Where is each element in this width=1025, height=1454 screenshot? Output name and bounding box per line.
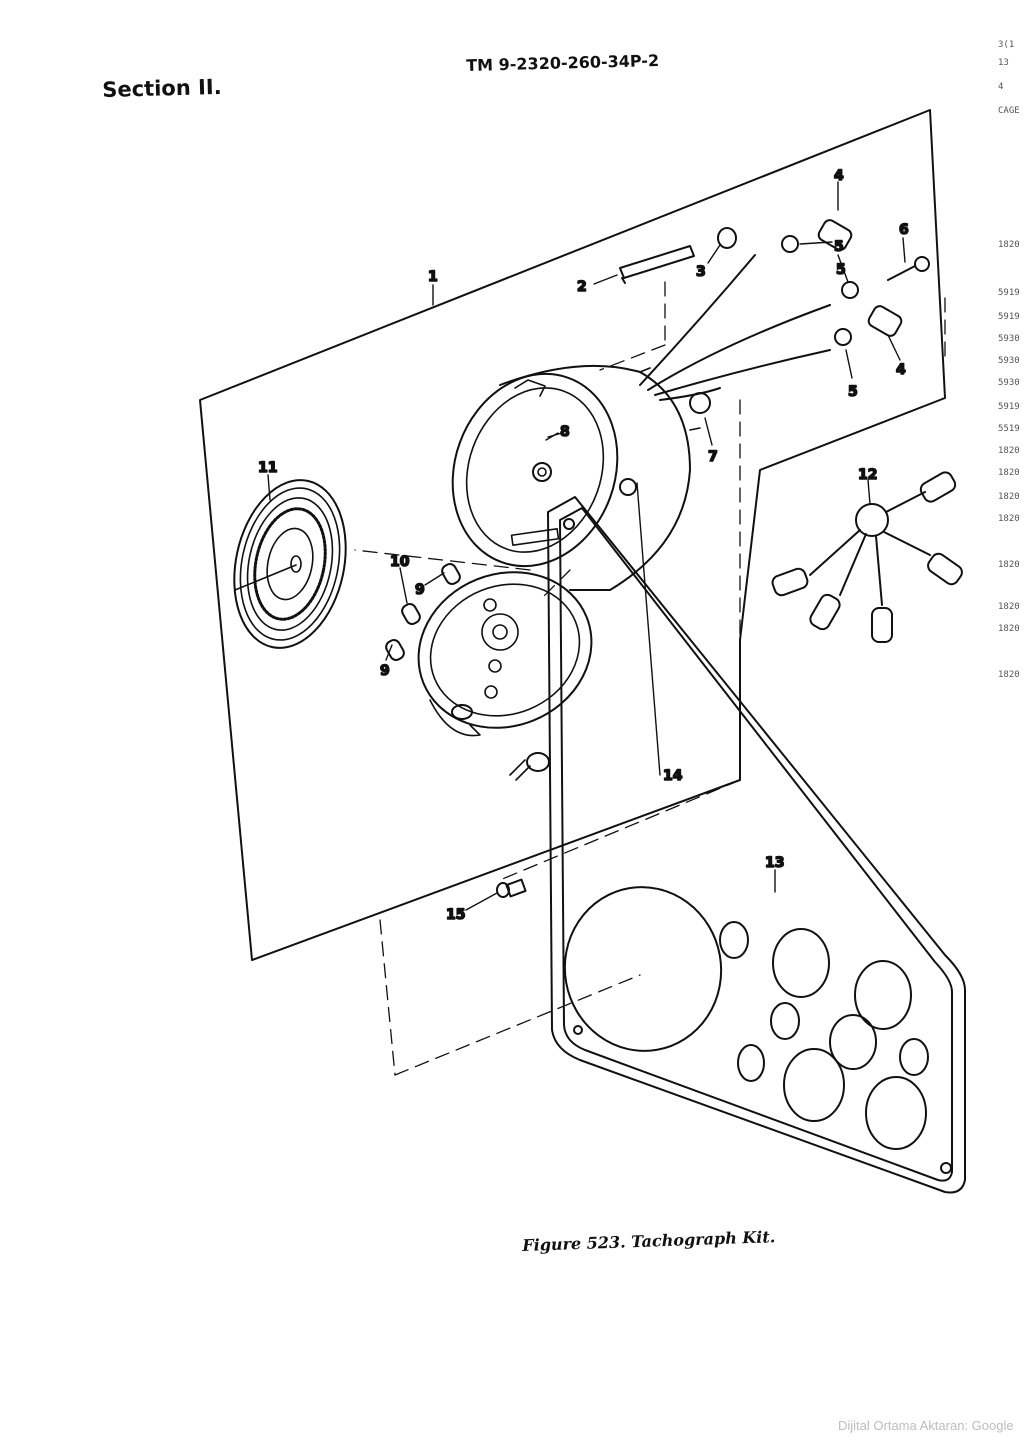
chart-disc: [233, 479, 347, 649]
margin-code: 1820: [998, 468, 1020, 478]
callout-15: 15: [446, 907, 465, 923]
margin-code: 1820: [998, 492, 1020, 502]
terminal-lug: [887, 265, 916, 281]
callout-10: 10: [390, 554, 410, 570]
callout-3: 3: [696, 264, 706, 280]
mounting-bracket: [619, 245, 695, 284]
margin-code: CAGE: [998, 106, 1020, 116]
screw: [496, 878, 527, 898]
callout-4-bottom: 4: [896, 362, 906, 378]
margin-code: 1820: [998, 560, 1020, 570]
callout-11: 11: [258, 460, 277, 476]
margin-code: 5930: [998, 356, 1020, 366]
margin-code: 1820: [998, 514, 1020, 524]
callout-1: 1: [428, 269, 438, 285]
callout-12: 12: [858, 467, 877, 483]
nut: [619, 478, 637, 496]
margin-code: 5919: [998, 288, 1020, 298]
margin-code: 1820: [998, 446, 1020, 456]
tachograph-housing: [451, 364, 701, 591]
margin-cage-codes: 3(1 13 4 CAGE 1820 5919 5919 5930 5930 5…: [996, 40, 1025, 700]
grommet: [717, 227, 737, 249]
callout-14: 14: [663, 768, 683, 784]
margin-code: 5930: [998, 334, 1020, 344]
callout-9-lower: 9: [380, 663, 390, 679]
callout-7: 7: [708, 449, 718, 465]
callout-arrows: [267, 181, 906, 911]
instrument-panel: [547, 496, 966, 1194]
kit-boundary-panel: [199, 109, 946, 961]
junction-harness: [771, 471, 963, 643]
callout-4-top: 4: [834, 168, 844, 184]
callout-2: 2: [577, 279, 587, 295]
cable-clip: [781, 235, 799, 253]
callout-8: 8: [560, 424, 570, 440]
cable-clip: [834, 328, 852, 346]
margin-code: 3(1: [998, 40, 1015, 50]
margin-code: 5919: [998, 402, 1020, 412]
callout-5-top: 5: [834, 239, 844, 255]
leader-lines: [354, 281, 946, 1076]
tachograph-cover: [417, 571, 593, 737]
margin-code: 5930: [998, 378, 1020, 388]
margin-code: 13: [998, 58, 1009, 68]
margin-code: 1820: [998, 624, 1020, 634]
callout-9-upper: 9: [415, 582, 425, 598]
margin-code: 4: [998, 82, 1004, 92]
reset-knob: [509, 752, 550, 781]
callout-6: 6: [899, 222, 909, 238]
connector: [867, 305, 903, 337]
margin-code: 5919: [998, 312, 1020, 322]
callout-5-bottom: 5: [848, 384, 858, 400]
connector: [817, 219, 853, 251]
callout-13: 13: [765, 855, 784, 871]
terminal-ring: [914, 256, 930, 272]
margin-code: 5519: [998, 424, 1020, 434]
callout-5-mid: 5: [836, 262, 846, 278]
wiring-harness: [639, 254, 831, 401]
margin-code: 1820: [998, 240, 1020, 250]
grommet: [689, 392, 711, 414]
digitization-watermark: Dijital Ortama Aktaran: Google: [838, 1418, 1014, 1433]
margin-code: 1820: [998, 602, 1020, 612]
margin-code: 1820: [998, 670, 1020, 680]
cable-clip: [841, 281, 859, 299]
